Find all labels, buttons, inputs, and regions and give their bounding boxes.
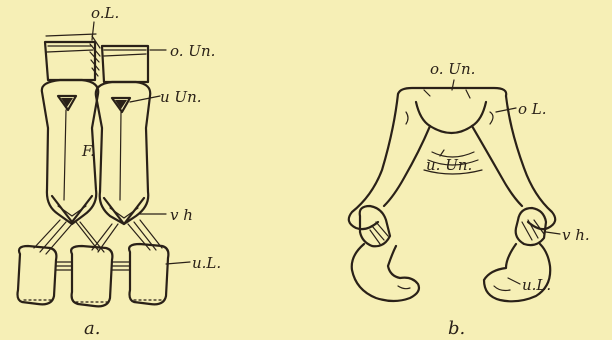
label-a-o-Un: o. Un. — [170, 42, 215, 60]
figure-b: o. Un. o L. u. Un. v h. u.L. b. — [349, 60, 590, 339]
label-a-o-L: o.L. — [91, 4, 119, 22]
label-a-u-Un: u Un. — [160, 88, 202, 106]
label-b-u-L: u.L. — [522, 276, 551, 294]
label-a-F: F. — [81, 142, 95, 160]
label-a-v-h: v h — [170, 206, 193, 224]
label-a-u-L: u.L. — [192, 254, 221, 272]
label-b-v-h: v h. — [562, 226, 590, 244]
figure-a: o.L. o. Un. u Un. F. v h u.L. a. — [18, 4, 222, 339]
label-b-o-L: o L. — [518, 100, 547, 118]
figure-a-upper-bones — [42, 34, 150, 224]
label-b-u-Un: u. Un. — [426, 156, 472, 174]
figure-a-lower-bones — [18, 244, 169, 306]
caption-a: a. — [84, 318, 100, 339]
caption-b: b. — [448, 318, 465, 339]
label-b-o-Un: o. Un. — [430, 60, 475, 78]
figure-b-left-lower-bone — [352, 206, 419, 301]
